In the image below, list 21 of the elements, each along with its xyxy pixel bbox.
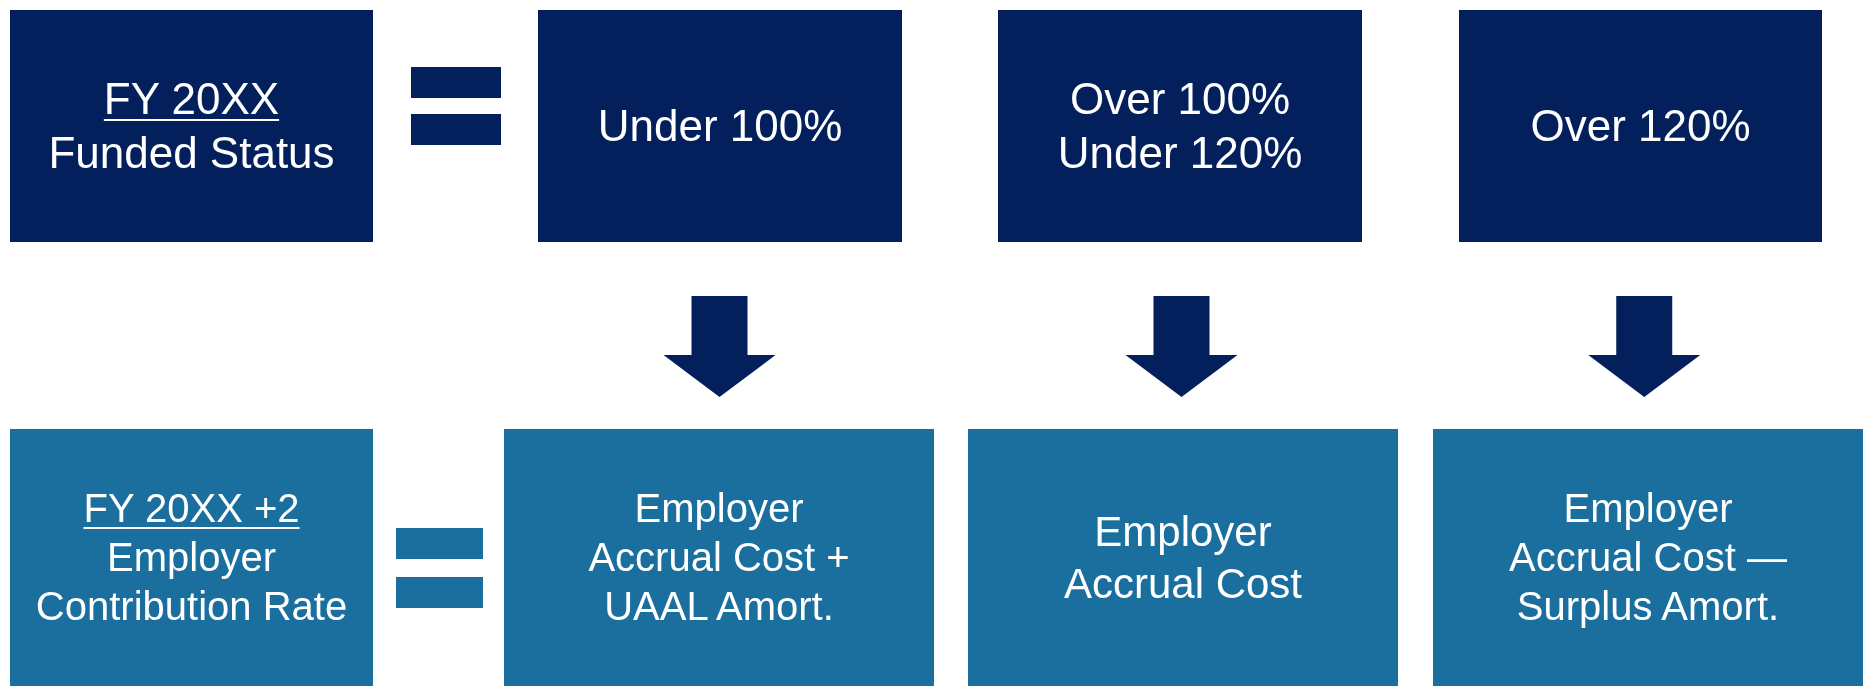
box-label: Employer Accrual Cost xyxy=(1062,507,1304,609)
box-label: Under 100% xyxy=(597,100,843,153)
box xyxy=(538,10,902,242)
box xyxy=(504,429,934,686)
box-label: Employer Contribution Rate xyxy=(34,534,349,630)
box-label: Over 100% Under 120% xyxy=(1056,73,1304,179)
box xyxy=(1433,429,1863,686)
box xyxy=(968,429,1398,686)
box-label: Employer Accrual Cost + UAAL Amort. xyxy=(587,485,851,630)
box-heading: FY 20XX xyxy=(103,73,280,126)
block-arrow xyxy=(1125,296,1238,397)
box-label: Over 120% xyxy=(1530,100,1751,153)
box-heading: FY 20XX +2 xyxy=(83,485,300,533)
box xyxy=(1459,10,1822,242)
box-label: Funded Status xyxy=(48,127,335,179)
block-arrow xyxy=(1588,296,1701,397)
block-arrow xyxy=(663,296,776,397)
box xyxy=(998,10,1362,242)
box xyxy=(10,10,373,242)
box xyxy=(10,429,373,686)
box-label: Employer Accrual Cost — Surplus Amort. xyxy=(1508,485,1788,630)
